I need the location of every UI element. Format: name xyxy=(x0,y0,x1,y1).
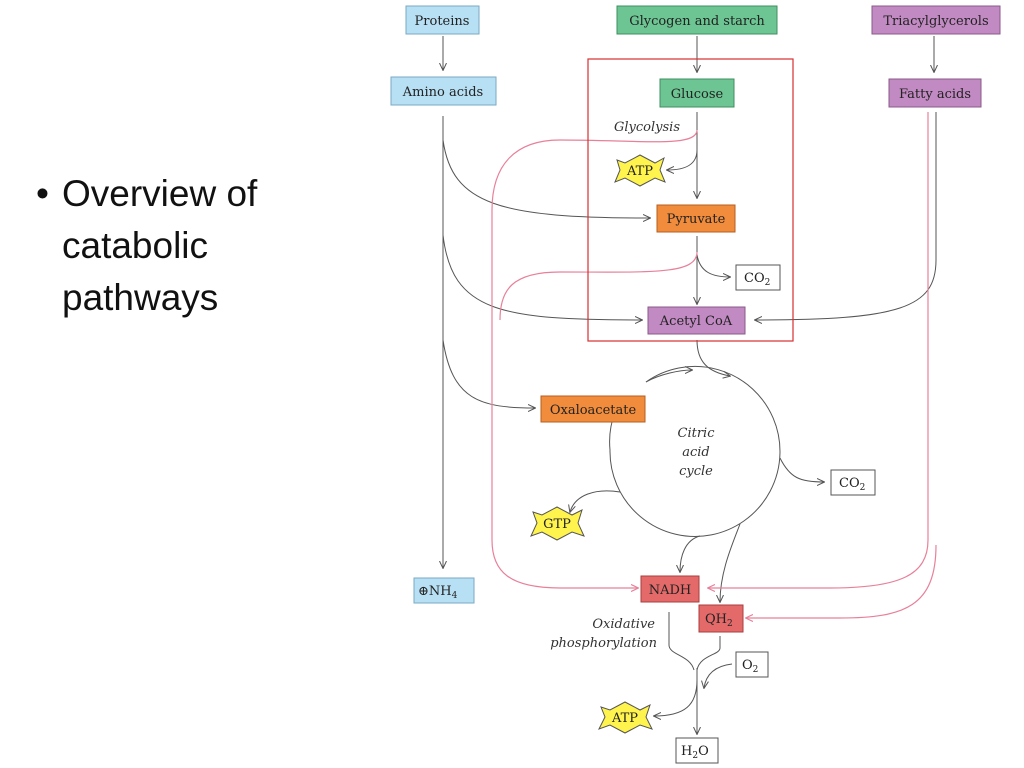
gtp-star: GTP xyxy=(530,506,585,541)
atp-star-top: ATP xyxy=(614,154,666,187)
citric-label-2: acid xyxy=(682,445,710,460)
svg-text:CO2: CO2 xyxy=(839,476,865,493)
oxidative-label-1: Oxidative xyxy=(592,617,655,632)
fatty-acids-box: Fatty acids xyxy=(888,78,982,108)
pyruvate-label: Pyruvate xyxy=(667,212,726,227)
arrow-amino-oxalo xyxy=(442,339,535,408)
glycogen-label: Glycogen and starch xyxy=(629,14,765,29)
arrow-fatty-acetyl xyxy=(755,112,937,320)
acetyl-coa-box: Acetyl CoA xyxy=(647,306,746,335)
h2o-sub: 2 xyxy=(692,751,698,761)
nh4-label: NH xyxy=(429,584,452,599)
qh2-box: QH2 xyxy=(698,604,744,633)
bullet-text: Overview of catabolic pathways xyxy=(62,173,258,318)
proteins-box: Proteins xyxy=(405,5,480,35)
bullet-dot: • xyxy=(36,173,49,214)
svg-text:QH2: QH2 xyxy=(705,612,733,629)
line-qh2-water xyxy=(696,636,721,671)
nh4-box: ⊕NH4 xyxy=(413,577,475,604)
pink-path-fatty-nadh xyxy=(708,112,929,588)
pink-path-pyruvate xyxy=(499,251,698,321)
gtp-label: GTP xyxy=(543,517,571,532)
acetyl-coa-label: Acetyl CoA xyxy=(659,314,733,329)
pink-path-glycolysis-nadh xyxy=(491,129,698,588)
qh2-label: QH xyxy=(705,612,727,627)
oxaloacetate-label: Oxaloacetate xyxy=(550,403,637,418)
citric-cycle-circle xyxy=(609,365,781,537)
co2-top-label: CO xyxy=(744,271,765,286)
line-nadh-water xyxy=(668,612,695,671)
bullet-item: • Overview of catabolic pathways xyxy=(36,168,336,324)
citric-label-3: cycle xyxy=(679,464,713,479)
glycogen-box: Glycogen and starch xyxy=(616,5,778,35)
nh4-sub: 4 xyxy=(452,591,458,601)
co2-box-cycle: CO2 xyxy=(830,469,876,496)
atp-top-label: ATP xyxy=(626,164,653,179)
co2-box-top: CO2 xyxy=(735,264,781,291)
arrow-cycle-nadh xyxy=(680,535,701,572)
pyruvate-box: Pyruvate xyxy=(656,204,736,233)
arrow-cycle-co2 xyxy=(779,457,824,482)
qh2-sub: 2 xyxy=(727,619,733,629)
arrow-amino-pyruvate xyxy=(442,139,650,218)
glucose-label: Glucose xyxy=(671,87,724,102)
fatty-acids-label: Fatty acids xyxy=(899,87,971,102)
arrow-acetyl-cycle xyxy=(696,339,730,376)
o2-sub: 2 xyxy=(753,665,759,675)
amino-acids-label: Amino acids xyxy=(402,85,483,100)
atp-star-bottom: ATP xyxy=(597,701,653,734)
nh4-prefix: ⊕ xyxy=(418,584,429,599)
pink-path-fatty-qh2 xyxy=(746,544,937,618)
co2-cycle-sub: 2 xyxy=(860,483,866,493)
cycle-arrowhead-top xyxy=(645,370,692,383)
arrow-glycolysis-atp xyxy=(667,149,698,170)
arrow-cycle-qh2 xyxy=(720,523,741,602)
atp-bottom-label: ATP xyxy=(611,711,638,726)
h2o-box: H2O xyxy=(675,737,719,764)
proteins-label: Proteins xyxy=(415,14,470,29)
svg-text:⊕NH4: ⊕NH4 xyxy=(418,584,458,601)
oxaloacetate-box: Oxaloacetate xyxy=(540,395,646,423)
svg-text:H2O: H2O xyxy=(681,744,709,761)
h2o-h-label: H xyxy=(681,744,692,759)
amino-acids-box: Amino acids xyxy=(390,76,497,106)
oxidative-label-2: phosphorylation xyxy=(550,636,657,651)
arrow-to-atp-bottom xyxy=(654,679,698,716)
co2-cycle-label: CO xyxy=(839,476,860,491)
co2-top-sub: 2 xyxy=(765,278,771,288)
arrow-pyruvate-co2 xyxy=(696,254,730,277)
nadh-label: NADH xyxy=(649,583,692,598)
svg-text:O2: O2 xyxy=(742,658,758,675)
nadh-box: NADH xyxy=(640,575,700,603)
o2-label: O xyxy=(742,658,753,673)
arrow-o2-in xyxy=(704,663,733,688)
o2-box: O2 xyxy=(735,651,769,678)
glycolysis-label: Glycolysis xyxy=(614,120,680,135)
h2o-o-label: O xyxy=(698,744,709,759)
highlight-frame xyxy=(587,58,794,342)
triacylglycerols-label: Triacylglycerols xyxy=(883,14,988,29)
triacylglycerols-box: Triacylglycerols xyxy=(871,5,1001,35)
arrow-cycle-gtp xyxy=(570,490,621,512)
svg-text:CO2: CO2 xyxy=(744,271,770,288)
arrow-amino-acetyl xyxy=(442,234,642,320)
glucose-box: Glucose xyxy=(659,78,735,108)
citric-label-1: Citric xyxy=(678,426,716,441)
